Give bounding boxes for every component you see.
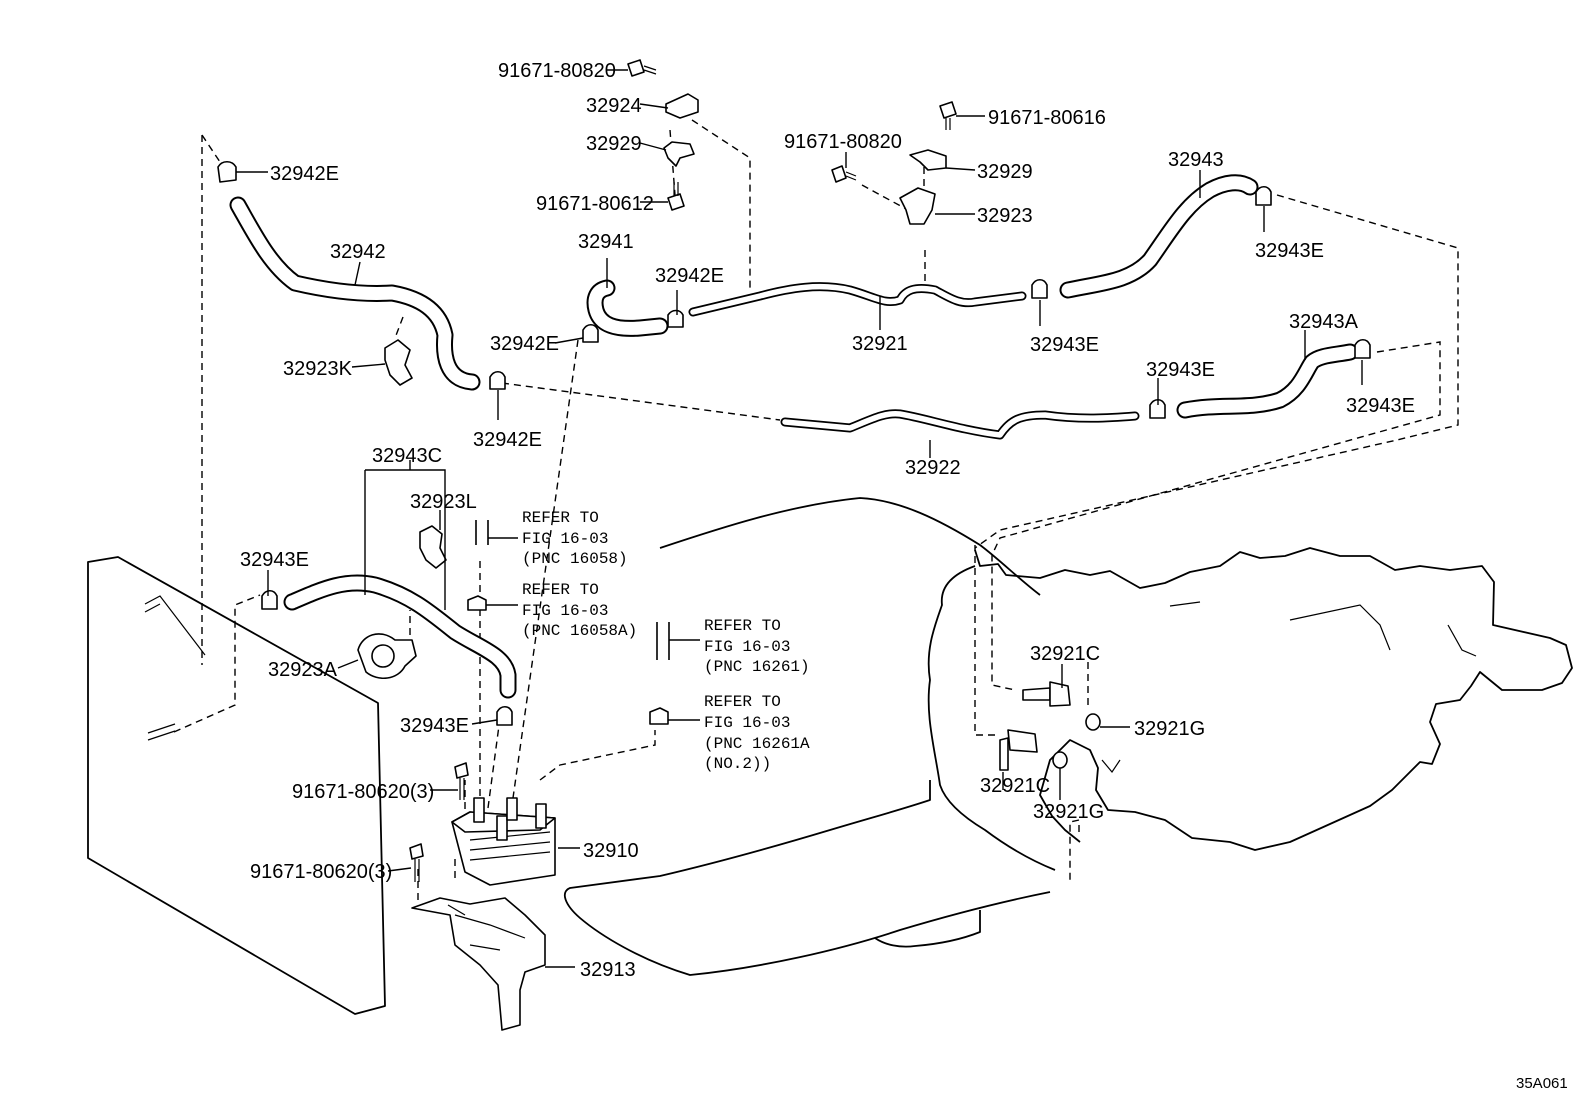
label-32942E-topleft: 32942E (270, 163, 339, 185)
refer-note-pnc-16261A: REFER TO FIG 16-03 (PNC 16261A (NO.2)) (704, 693, 810, 773)
hoses (229, 174, 1359, 699)
oring-32921G-top (1085, 713, 1101, 731)
label-32943E-mid: 32943E (1030, 334, 1099, 356)
fitting-32921C-bottom (999, 729, 1038, 771)
label-91671-80612: 91671-80612 (536, 193, 654, 215)
label-32923K: 32923K (283, 358, 353, 380)
small-parts (217, 59, 1371, 1031)
clamp-32942E-left (582, 323, 599, 343)
clamp-32943E-left (261, 589, 278, 610)
svg-text:REFER TO: REFER TO (704, 617, 781, 635)
svg-text:FIG 16-03: FIG 16-03 (522, 602, 608, 620)
label-32910: 32910 (583, 840, 639, 862)
label-32923L: 32923L (410, 491, 477, 513)
clamp-32943E-lower (496, 705, 513, 726)
label-32943: 32943 (1168, 149, 1224, 171)
oring-32921G-bottom (1052, 751, 1068, 769)
label-32942E-low: 32942E (473, 429, 542, 451)
label-32929-left: 32929 (586, 133, 642, 155)
bolt-91671-80820-mid (831, 165, 857, 183)
refer-note-pnc-16058: REFER TO FIG 16-03 (PNC 16058) (522, 509, 628, 568)
pipes (688, 282, 1140, 440)
label-91671-80820-top: 91671-80820 (498, 60, 616, 82)
label-32941: 32941 (578, 231, 634, 253)
bracket-32929-left (663, 141, 695, 167)
label-32942E-left: 32942E (490, 333, 559, 355)
svg-text:FIG 16-03: FIG 16-03 (704, 638, 790, 656)
figure-code: 35A061 (1516, 1075, 1568, 1092)
label-32943E-lower: 32943E (400, 715, 469, 737)
svg-text:(PNC 16058A): (PNC 16058A) (522, 622, 637, 640)
label-32922: 32922 (905, 457, 961, 479)
svg-text:FIG 16-03: FIG 16-03 (704, 714, 790, 732)
label-32943C: 32943C (372, 445, 442, 467)
label-32943A: 32943A (1289, 311, 1359, 333)
label-32943E-left: 32943E (240, 549, 309, 571)
bracket-32924 (665, 93, 699, 119)
bolt-91671-80616 (939, 101, 957, 130)
label-32921C-bottom: 32921C (980, 775, 1050, 797)
label-32943E-rightmid: 32943E (1146, 359, 1215, 381)
label-32921: 32921 (852, 333, 908, 355)
svg-text:REFER TO: REFER TO (522, 509, 599, 527)
svg-text:(PNC 16261A: (PNC 16261A (704, 735, 810, 753)
svg-text:FIG 16-03: FIG 16-03 (522, 530, 608, 548)
label-91671-80620-a: 91671-80620(3) (292, 781, 434, 803)
refer-note-pnc-16261: REFER TO FIG 16-03 (PNC 16261) (704, 617, 810, 676)
reference-notes: REFER TO FIG 16-03 (PNC 16058) REFER TO … (522, 509, 810, 773)
clamp-32943E-right (1354, 338, 1371, 359)
svg-text:(NO.2)): (NO.2)) (704, 755, 771, 773)
label-32943E-topright: 32943E (1255, 240, 1324, 262)
clamp-32943E-topright (1255, 185, 1272, 206)
clamp-32943E-mid (1031, 278, 1048, 299)
svg-text:(PNC 16058): (PNC 16058) (522, 550, 628, 568)
part-labels: 91671-80820 32924 32929 91671-80612 3294… (240, 60, 1415, 981)
bracket-32923K (384, 339, 413, 386)
clamp-32942E-mid (667, 309, 684, 328)
label-91671-80616: 91671-80616 (988, 107, 1106, 129)
bracket-32929-right (909, 149, 947, 171)
bolt-91671-80620-b (409, 843, 424, 882)
bracket-32913 (411, 897, 546, 1031)
label-32923A: 32923A (268, 659, 338, 681)
refer-note-pnc-16058A: REFER TO FIG 16-03 (PNC 16058A) (522, 581, 637, 640)
label-32924: 32924 (586, 95, 642, 117)
bracket-32923L (419, 525, 447, 569)
label-32942: 32942 (330, 241, 386, 263)
svg-text:REFER TO: REFER TO (704, 693, 781, 711)
label-32943E-right: 32943E (1346, 395, 1415, 417)
label-32921G-bottom: 32921G (1033, 801, 1104, 823)
label-91671-80820-mid: 91671-80820 (784, 131, 902, 153)
oil-cooler-32910 (451, 797, 556, 886)
label-32921C-top: 32921C (1030, 643, 1100, 665)
bolt-91671-80620-a (454, 762, 469, 800)
transmission-outline (563, 497, 1573, 976)
radiator-outline (87, 556, 386, 1015)
clamp-32942E-topleft (217, 160, 237, 183)
svg-text:(PNC 16261): (PNC 16261) (704, 658, 810, 676)
bolt-91671-80612 (667, 182, 685, 211)
clamp-32942E-low (489, 370, 506, 390)
fitting-32921C-top (1022, 681, 1071, 707)
label-32942E-mid: 32942E (655, 265, 724, 287)
svg-text:REFER TO: REFER TO (522, 581, 599, 599)
label-32921G-top: 32921G (1134, 718, 1205, 740)
label-32913: 32913 (580, 959, 636, 981)
label-32923: 32923 (977, 205, 1033, 227)
clamp-32943E-rightmid (1149, 398, 1166, 419)
leader-lines (236, 69, 1363, 968)
bolt-91671-80820-top (627, 59, 657, 77)
label-91671-80620-b: 91671-80620(3) (250, 861, 392, 883)
bracket-32923 (899, 187, 936, 225)
label-32929-right: 32929 (977, 161, 1033, 183)
